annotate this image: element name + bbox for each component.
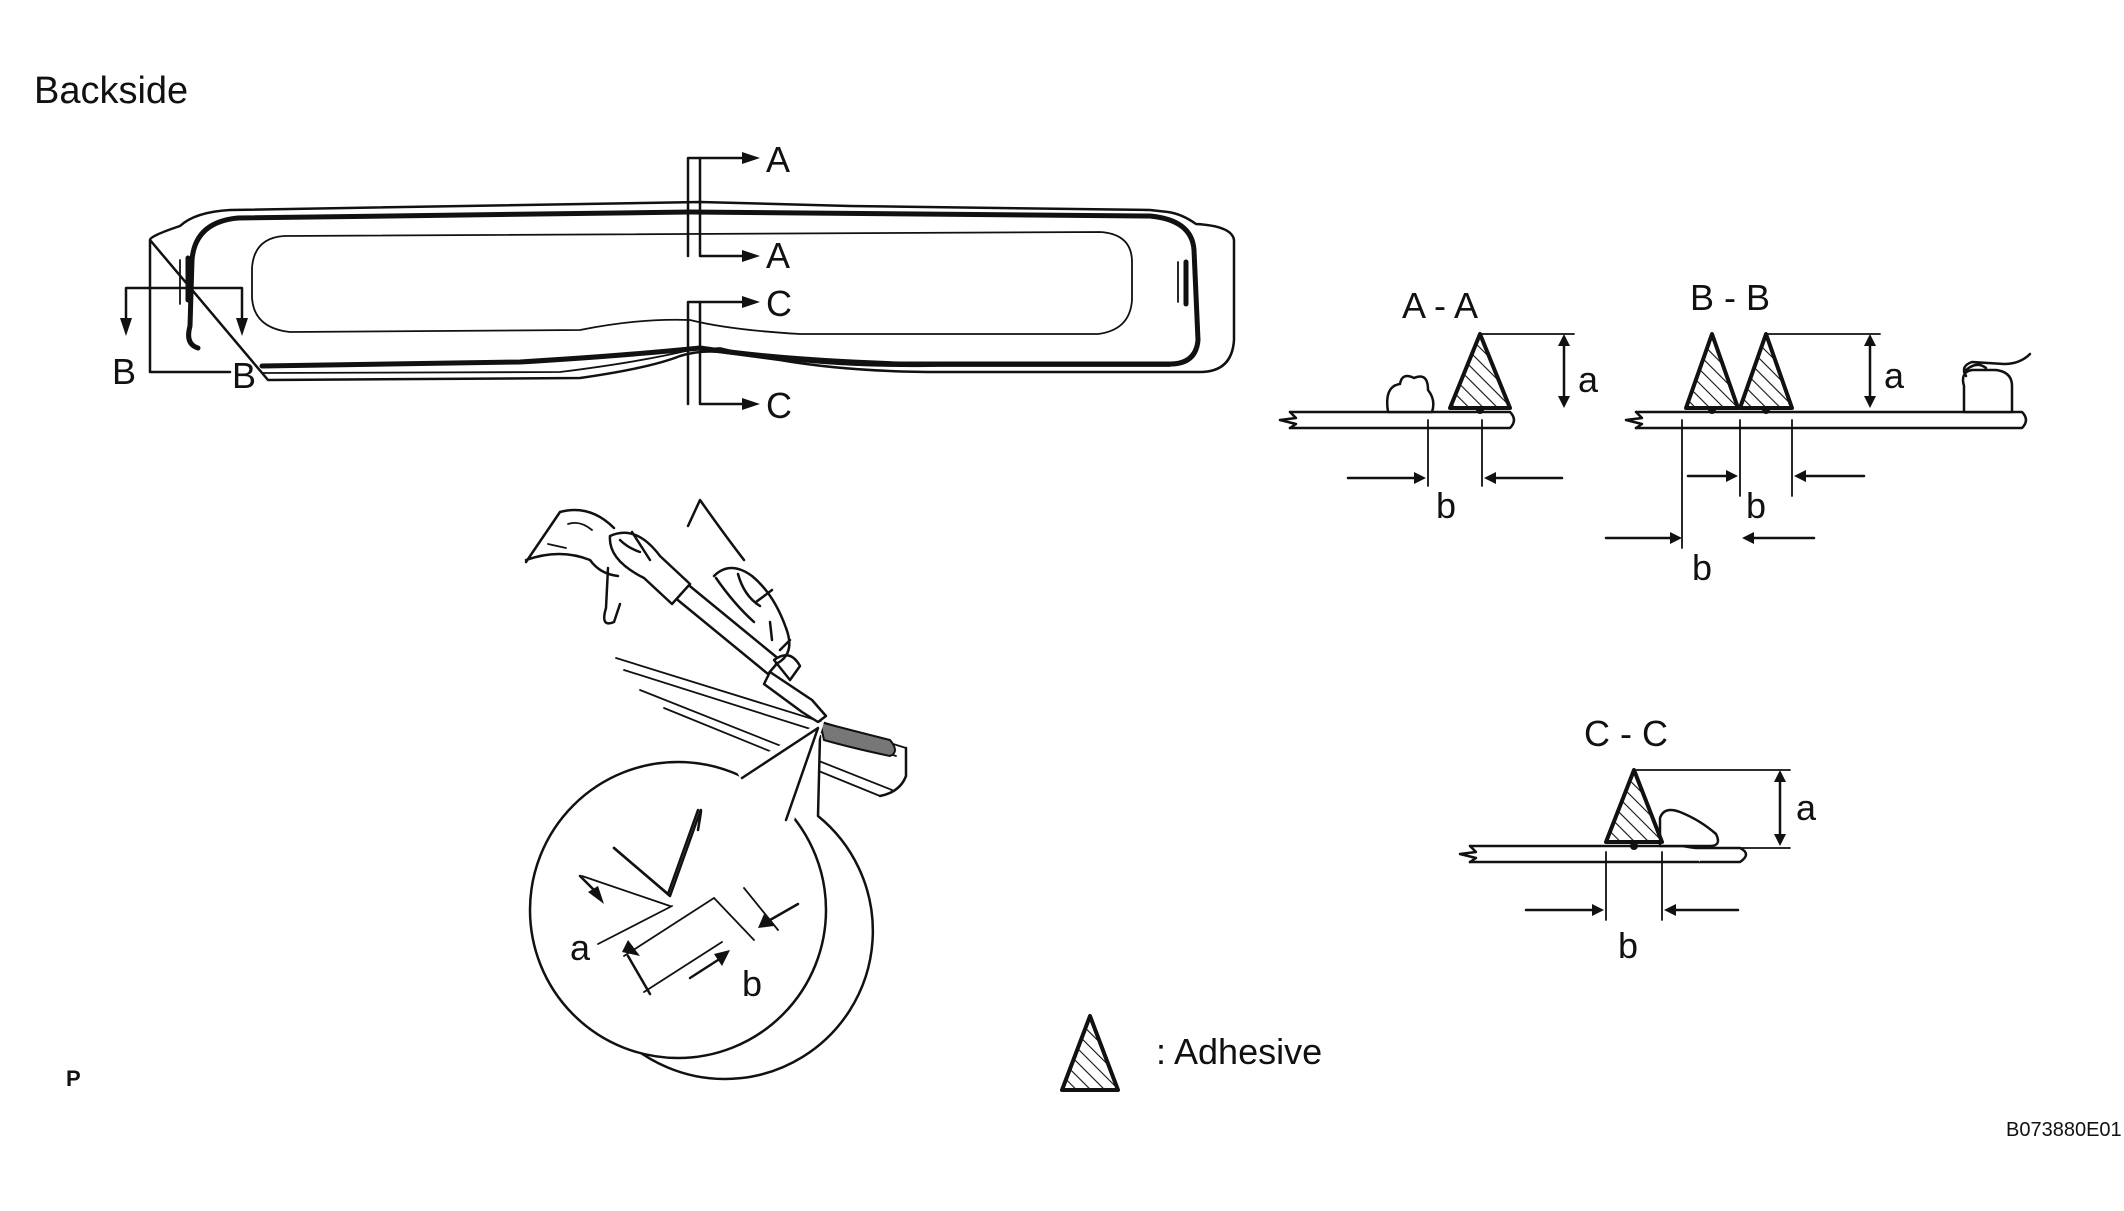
section-cut-c: C C	[686, 283, 792, 426]
section-bb-title: B - B	[1690, 277, 1770, 318]
corner-mark: P	[66, 1066, 81, 1091]
legend: : Adhesive	[1060, 1014, 1322, 1092]
detail-pointer	[740, 726, 820, 822]
front-hand	[686, 498, 791, 666]
back-hand	[524, 508, 622, 625]
detail-dim-a-arrow-bottom	[622, 940, 640, 956]
section-aa-trim-bump	[1386, 374, 1435, 414]
section-bb-clip	[1961, 368, 2014, 414]
detail-ext-b-lines	[623, 897, 723, 993]
section-aa-dim-a: a	[1578, 359, 1599, 400]
panel-inner-line	[261, 347, 1171, 374]
section-aa-substrate	[1288, 410, 1516, 430]
section-label-c-bottom: C	[766, 385, 792, 426]
detail-ext-b	[713, 887, 779, 941]
section-bb-dim-b-inner: b	[1746, 485, 1766, 526]
section-cc: C - C a b	[1458, 713, 1817, 966]
detail-dim-a-arrow-top	[588, 886, 604, 904]
section-bb-break	[1624, 410, 1644, 430]
section-cc-dim-a: a	[1796, 787, 1817, 828]
page-title: Backside	[34, 70, 188, 112]
section-aa-title: A - A	[1402, 285, 1478, 326]
detail-callout: a b	[528, 719, 875, 1081]
section-bb-dim-b-outer: b	[1692, 547, 1712, 588]
section-bb: B - B a b b	[1604, 277, 2032, 588]
gun-barrel	[666, 576, 782, 676]
section-cc-substrate	[1468, 844, 1706, 864]
section-cut-a: A A	[686, 139, 790, 276]
section-label-a-top: A	[766, 139, 790, 180]
detail-circle	[528, 760, 828, 1060]
section-aa-adhesive	[1448, 332, 1512, 410]
adhesive-bead	[818, 720, 896, 758]
section-aa: A - A a b	[1278, 285, 1599, 526]
detail-zigzag	[612, 808, 703, 898]
applicator-illustration	[524, 498, 908, 798]
glass-edge-3	[639, 689, 893, 791]
detail-dim-b-line	[688, 902, 800, 980]
adhesive-bead-loop	[186, 209, 1201, 369]
section-bb-substrate	[1634, 410, 2028, 430]
section-cc-adhesive	[1604, 768, 1664, 844]
section-cc-molding	[1658, 808, 1720, 848]
detail-ext-a	[581, 875, 673, 945]
detail-dim-b: b	[742, 963, 762, 1004]
legend-adhesive-icon	[1060, 1014, 1120, 1092]
section-aa-dot	[1476, 406, 1484, 414]
section-bb-dim-a: a	[1884, 355, 1905, 396]
front-hand-fingers	[768, 620, 792, 652]
section-aa-break	[1278, 410, 1298, 430]
section-bb-adhesive-left	[1684, 332, 1740, 410]
section-label-c-top: C	[766, 283, 792, 324]
section-bb-clip-lip	[1962, 352, 2032, 378]
detail-dim-a: a	[570, 927, 591, 968]
backside-panel: A A C C B B	[112, 139, 1236, 426]
section-label-b-right: B	[232, 355, 256, 396]
section-bb-adhesive-right	[1738, 332, 1794, 410]
section-bb-dot-left	[1708, 406, 1716, 414]
detail-dim-b-arrow-left	[714, 950, 730, 966]
section-cc-dot	[1630, 842, 1638, 850]
section-bb-dot-right	[1762, 406, 1770, 414]
section-cc-title: C - C	[1584, 713, 1668, 754]
legend-label: : Adhesive	[1156, 1031, 1322, 1072]
glass-corner	[878, 746, 908, 798]
back-hand-detail	[547, 521, 593, 549]
panel-outline	[148, 200, 1236, 382]
section-aa-dim-b: b	[1436, 485, 1456, 526]
section-label-a-bottom: A	[766, 235, 790, 276]
gun-nozzle	[762, 670, 828, 724]
section-cut-b: B B	[112, 286, 256, 396]
detail-dim-b-arrow-right	[758, 914, 774, 928]
section-label-b-left: B	[112, 351, 136, 392]
gun-grip-detail	[618, 530, 652, 562]
detail-zigzag-main	[612, 808, 700, 896]
gun-handle	[608, 531, 692, 606]
section-cc-break	[1458, 844, 1478, 864]
figure-code: B073880E01	[2006, 1119, 2122, 1141]
section-cc-dim-b: b	[1618, 925, 1638, 966]
panel-window-opening	[251, 231, 1133, 335]
